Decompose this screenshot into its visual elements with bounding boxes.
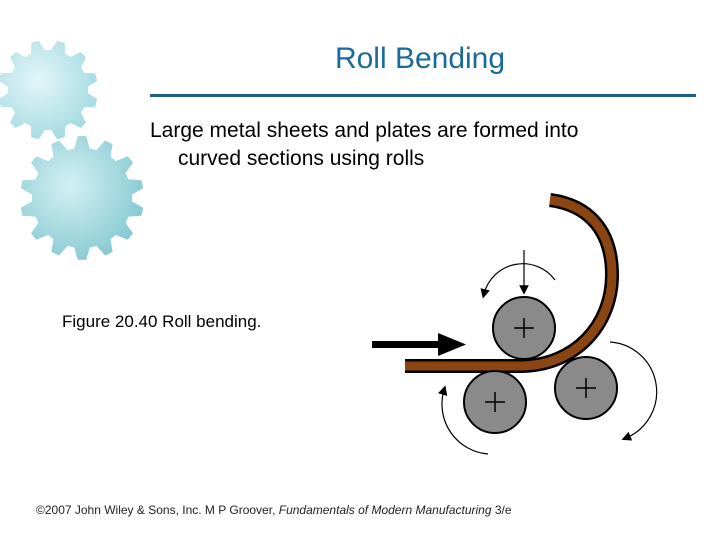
bullet-text: Large metal sheets and plates are formed… <box>150 117 670 173</box>
title-underline <box>150 94 696 97</box>
roll-bending-figure <box>372 193 658 455</box>
roll-icon <box>554 356 618 420</box>
footer-credit: ©2007 John Wiley & Sons, Inc. M P Groove… <box>36 503 512 517</box>
footer-copyright: ©2007 John Wiley & Sons, Inc. M P Groove… <box>36 503 279 517</box>
bullet-line-2: curved sections using rolls <box>178 147 425 170</box>
footer-edition: 3/e <box>491 503 512 517</box>
gear-shape <box>0 40 98 140</box>
rotation-arrow-icon <box>609 341 658 441</box>
decorative-gears <box>0 40 144 260</box>
footer-book-title: Fundamentals of Modern Manufacturing <box>278 503 492 517</box>
roll-icon <box>492 296 556 360</box>
rotation-arrow-icon <box>480 250 556 299</box>
curved-sheet-fill <box>405 195 617 371</box>
feed-arrow-icon <box>372 333 466 356</box>
roll-icon <box>463 370 527 434</box>
gear-icon <box>0 40 98 140</box>
bullet-line-1: Large metal sheets and plates are formed… <box>150 119 579 142</box>
slide-title: Roll Bending <box>334 42 506 75</box>
gear-shape <box>20 136 144 260</box>
gear-icon <box>20 136 144 260</box>
rotation-arrow-icon <box>438 385 489 455</box>
figure-caption: Figure 20.40 Roll bending. <box>62 312 262 331</box>
